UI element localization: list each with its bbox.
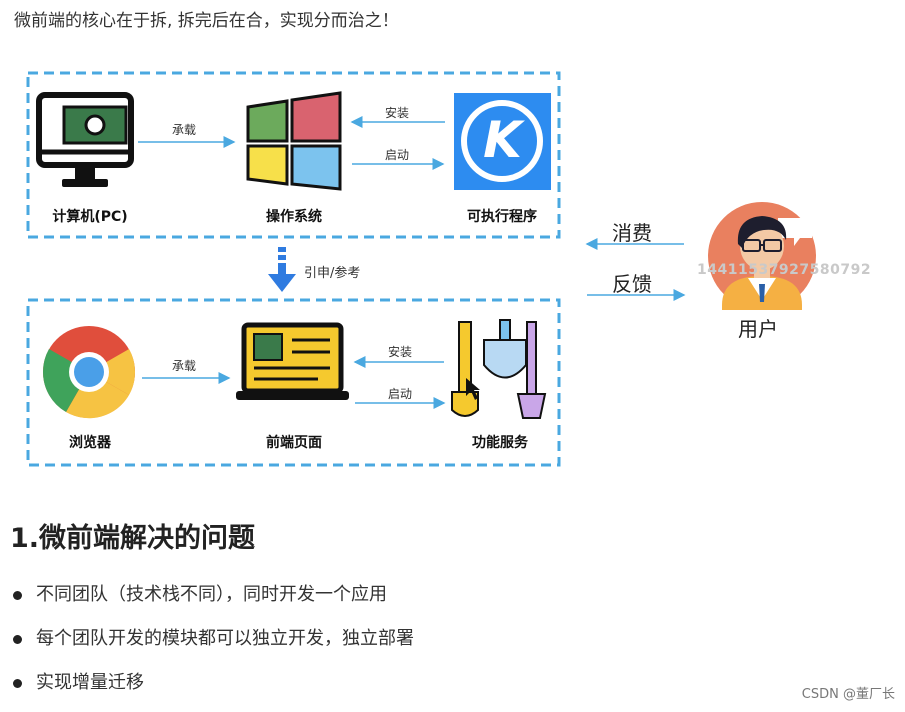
executable-k-icon (454, 93, 551, 190)
frontend-page-icon (236, 322, 349, 400)
arrow-launch-label-bottom: 启动 (388, 387, 413, 401)
bullet-dot (13, 591, 22, 600)
list-item: 实现增量迁移 (10, 668, 414, 712)
problem-list: 不同团队（技术栈不同），同时开发一个应用 每个团队开发的模块都可以独立开发，独立… (10, 580, 414, 712)
list-item: 不同团队（技术栈不同），同时开发一个应用 (10, 580, 414, 624)
architecture-diagram (26, 71, 816, 467)
user-label: 用户 (738, 317, 778, 341)
arrow-carry-label-bottom: 承载 (172, 359, 197, 373)
bullet-dot (13, 679, 22, 688)
arrow-carry-label-top: 承载 (172, 123, 197, 137)
user-avatar-icon (708, 202, 816, 310)
list-item-text: 实现增量迁移 (36, 672, 144, 693)
chrome-icon (42, 326, 136, 419)
feedback-label: 反馈 (612, 272, 652, 296)
computer-icon (36, 92, 134, 187)
arrow-install-label-bottom: 安装 (388, 345, 413, 359)
intro-text: 微前端的核心在于拆, 拆完后在合，实现分而治之！ (14, 11, 399, 31)
frontend-label: 前端页面 (266, 435, 322, 451)
top-dashed-box (26, 71, 561, 239)
exe-label: 可执行程序 (467, 209, 537, 225)
executable-k-letter: K (483, 111, 522, 169)
section-heading: 1.微前端解决的问题 (10, 523, 256, 554)
big-down-arrow-icon (268, 247, 296, 292)
computer-label: 计算机(PC) (52, 209, 128, 225)
bullet-dot (13, 635, 22, 644)
arrow-install-label-top: 安装 (385, 106, 410, 120)
service-label: 功能服务 (472, 435, 528, 451)
tools-icon (451, 319, 547, 419)
os-label: 操作系统 (266, 209, 322, 225)
list-item: 每个团队开发的模块都可以独立开发，独立部署 (10, 624, 414, 668)
consume-label: 消费 (612, 221, 652, 245)
watermark-text: 14411537927580792 (697, 262, 872, 278)
list-item-text: 不同团队（技术栈不同），同时开发一个应用 (36, 584, 387, 605)
browser-label: 浏览器 (69, 435, 111, 451)
list-item-text: 每个团队开发的模块都可以独立开发，独立部署 (36, 628, 414, 649)
credit-text: CSDN @董厂长 (801, 687, 895, 702)
middle-arrow-label: 引申/参考 (304, 266, 361, 281)
windows-icon (246, 91, 342, 191)
arrow-launch-label-top: 启动 (385, 148, 410, 162)
bottom-dashed-box (26, 298, 561, 467)
